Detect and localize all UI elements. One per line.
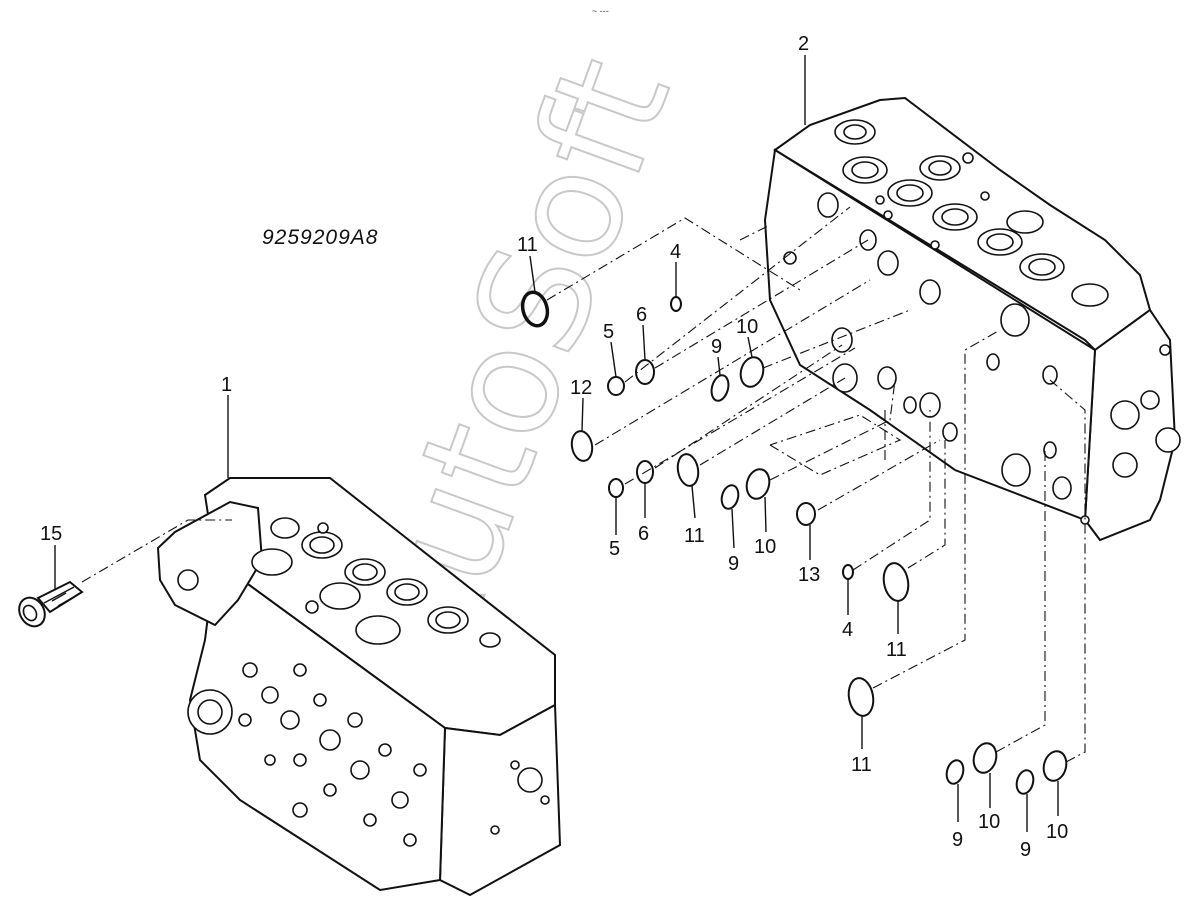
o-ring-11b [676,453,700,487]
callout-11a: 11 [517,234,538,256]
callout-10c: 10 [978,811,1000,833]
o-ring-11a [520,290,550,328]
callout-9c: 9 [952,829,963,851]
o-ring-9a [710,374,730,402]
o-ring-10d [1042,750,1068,782]
callout-labels: 1 2 11 4 5 6 9 10 12 5 6 11 9 10 13 4 11… [40,33,1068,861]
callout-5a: 5 [603,321,614,343]
callout-11c: 11 [886,639,907,661]
o-ring-9c [945,759,965,785]
o-ring-9d [1015,769,1035,795]
callout-9b: 9 [728,553,739,575]
o-ring-11c [882,562,910,602]
o-ring-13 [796,502,816,526]
callout-4b: 4 [842,619,853,641]
callout-4a: 4 [670,241,681,263]
callout-11b: 11 [684,525,705,547]
assembly-lines [81,206,1086,763]
o-ring-5a [607,376,625,396]
callout-11d: 11 [851,754,872,776]
callout-10a: 10 [736,316,758,338]
o-ring-9b [720,484,740,510]
o-ring-6a [635,359,655,385]
drawing-code: 9259209A8 [262,226,378,249]
o-ring-10a [739,356,765,388]
o-ring-4b [842,564,854,580]
callout-2: 2 [798,33,809,55]
o-ring-11d [847,677,875,717]
bolt-part-15 [18,580,84,628]
callout-12: 12 [570,377,592,399]
callout-10b: 10 [754,536,776,558]
callout-9a: 9 [711,336,722,358]
o-ring-10b [745,468,771,500]
valve-body-part-1 [156,477,562,897]
o-ring-12 [570,430,594,462]
callout-5b: 5 [609,538,620,560]
callout-15: 15 [40,523,62,545]
callout-6b: 6 [638,523,649,545]
callout-6a: 6 [636,304,647,326]
o-ring-4a [670,296,682,312]
corner-mark: ~ --- [592,6,609,16]
leader-lines [54,55,1059,832]
callout-9d: 9 [1020,839,1031,861]
callout-13: 13 [798,564,820,586]
o-ring-5b [608,478,624,498]
valve-body-part-2 [763,96,1181,542]
callout-1: 1 [221,374,232,396]
o-ring-10c [972,742,998,774]
callout-10d: 10 [1046,821,1068,843]
